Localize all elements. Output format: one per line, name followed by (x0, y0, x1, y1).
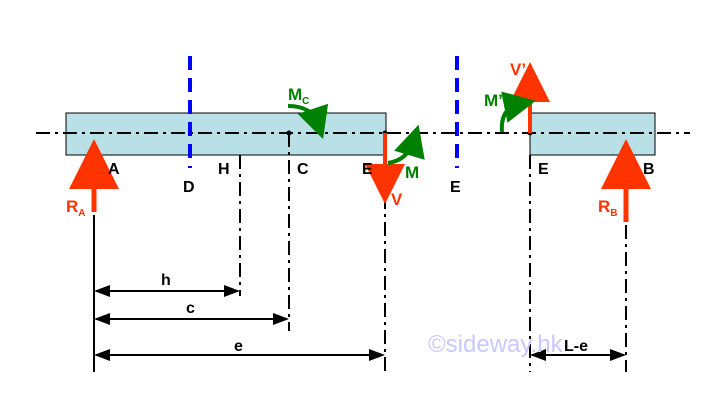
label-point-c: C (297, 161, 309, 178)
point-a-marker (92, 153, 96, 157)
label-moment-mc: MC (288, 85, 309, 107)
label-point-d: D (183, 179, 195, 196)
label-point-b: B (643, 161, 655, 178)
label-reaction-b: RB (598, 197, 618, 219)
label-point-h: H (218, 161, 230, 178)
moment-arrow-m-prime (499, 91, 536, 133)
label-shear-v: V (391, 190, 403, 209)
label-moment-m: M (405, 163, 419, 182)
label-dimension-c: c (186, 300, 195, 317)
point-b-marker (624, 153, 628, 157)
label-dimension-l-minus-e: L-e (564, 338, 588, 355)
label-dimension-e: e (234, 338, 243, 355)
label-reaction-a: RA (66, 197, 86, 219)
moment-arrow-m (387, 124, 425, 165)
label-cut-e: E (450, 179, 461, 196)
label-shear-v-prime: V’ (510, 60, 526, 79)
label-point-a: A (108, 161, 120, 178)
label-moment-m-prime: M’ (484, 91, 503, 110)
label-point-e-right: E (538, 161, 549, 178)
moment-arrow-mc (287, 103, 329, 140)
label-dimension-h: h (161, 272, 171, 289)
watermark: ©sideway.hk (428, 331, 564, 358)
label-point-e-left: E (362, 161, 373, 178)
